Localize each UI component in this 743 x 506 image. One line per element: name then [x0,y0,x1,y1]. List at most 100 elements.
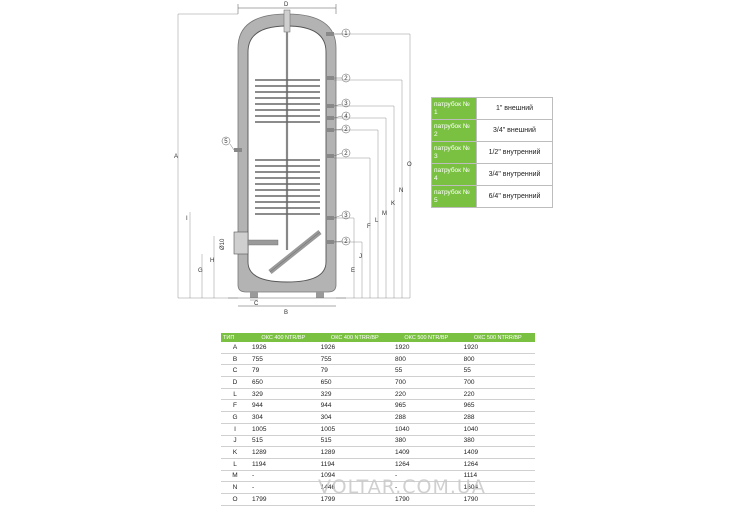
port-number: 4 [344,114,348,120]
dim-label-k: K [391,201,395,207]
table-cell: 380 [460,435,535,448]
table-cell: N [221,481,249,494]
table-cell: 1094 [317,470,392,483]
dim-label-j: J [359,254,362,260]
table-cell: J [221,435,249,448]
table-cell: C [221,364,249,378]
table-cell: 944 [317,399,392,413]
table-cell: 329 [249,388,318,401]
table-cell: 1264 [391,458,461,471]
dim-label-f: F [367,224,371,230]
port-number: 2 [344,151,348,157]
legend-value: 1" внешний [476,97,553,120]
table-cell: - [391,470,461,483]
table-cell: 1114 [460,470,535,483]
table-header: ОКС 400 NTR/BP [249,333,318,342]
legend-key: патрубок № 4 [431,163,477,186]
table-cell: 220 [460,388,535,401]
table-cell: 1005 [249,423,318,436]
table-cell: L [221,388,249,401]
port-number: 5 [224,139,228,145]
watermark: VOLTAR.COM.UA [318,476,486,498]
table-cell: 220 [391,388,461,401]
table-row: N-1446-1604 [221,481,535,494]
table-cell: 650 [317,376,392,389]
legend-value: 1/2" внутренний [476,141,553,164]
dim-label-h: H [210,258,214,264]
dim-label-b: B [284,310,288,315]
dim-label-o: O [407,162,412,168]
table-cell: - [391,481,461,494]
table-cell: 380 [391,435,461,448]
table-cell: 755 [249,353,318,366]
table-cell: K [221,446,249,459]
port-number: 3 [344,213,348,219]
legend-key: патрубок № 5 [431,185,477,208]
table-cell: 1926 [317,342,392,354]
table-cell: 700 [391,376,461,389]
table-cell: 1409 [460,446,535,459]
table-cell: 288 [391,411,461,424]
upper-coil [255,79,320,123]
table-cell: 1005 [317,423,392,436]
port-markers: 1 2 3 4 2 2 3 2 5 [221,28,351,246]
table-cell: 288 [460,411,535,424]
table-cell: 1409 [391,446,461,459]
side-flange [233,231,249,255]
legend-key: патрубок № 2 [431,119,477,142]
table-cell: 965 [391,399,461,413]
table-cell: 1926 [249,342,318,354]
lower-coil [255,159,320,215]
table-cell: L [221,458,249,471]
table-cell: G [221,411,249,424]
table-cell: 1604 [460,481,535,494]
table-header: ОКС 500 NTRR/BP [460,333,535,342]
legend-value: 6/4" внутренний [476,185,553,208]
table-cell: M [221,470,249,483]
port-number: 3 [344,101,348,107]
table-cell: 800 [460,353,535,366]
table-cell: 1194 [317,458,392,471]
table-cell: 79 [249,364,318,378]
legend-key: патрубок № 1 [431,97,477,120]
dim-label-i: I [186,216,188,222]
table-header: ОКС 400 NTRR/BP [317,333,392,342]
dim-label-c: C [254,301,259,307]
table-cell: 1446 [317,481,392,494]
table-cell: I [221,423,249,436]
table-cell: 1040 [460,423,535,436]
table-cell: 1920 [391,342,461,354]
table-cell: 55 [391,364,461,378]
dim-label-e: E [351,268,355,274]
table-cell: 55 [460,364,535,378]
dim-label-g: G [198,268,203,274]
table-cell: 79 [317,364,392,378]
table-cell: 1194 [249,458,318,471]
dim-label-d: D [284,2,289,8]
table-cell: F [221,399,249,413]
table-cell: D [221,376,249,389]
table-cell: 965 [460,399,535,413]
port-number: 2 [344,76,348,82]
table-cell: 1289 [317,446,392,459]
table-cell: 515 [249,435,318,448]
table-cell: 700 [460,376,535,389]
table-cell: A [221,342,249,354]
